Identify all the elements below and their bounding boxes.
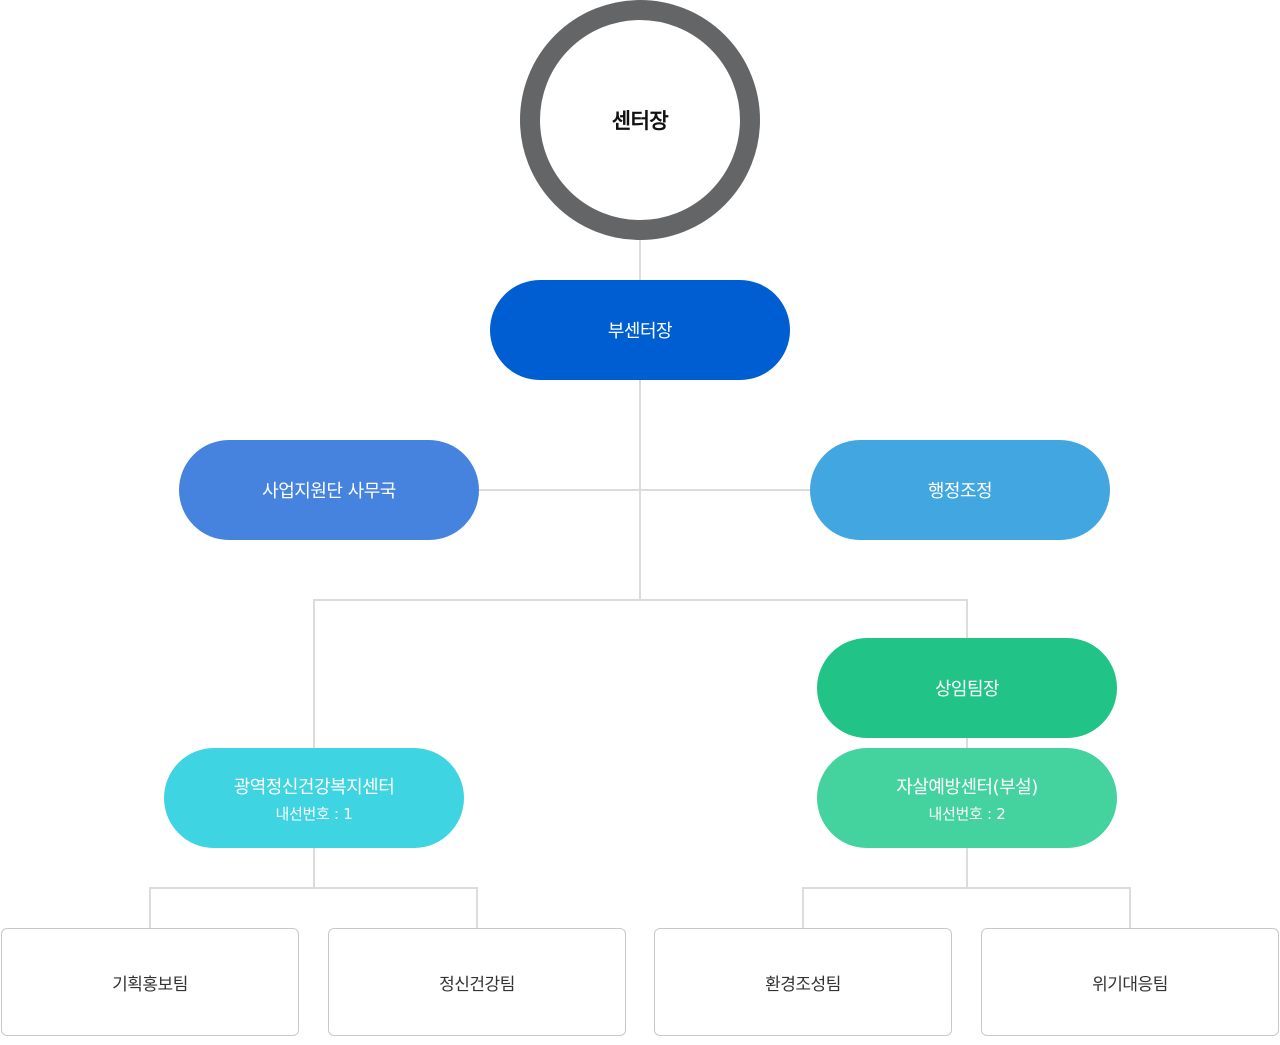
connector-team-2 bbox=[476, 887, 478, 929]
director-label: 센터장 bbox=[611, 109, 669, 133]
center-b-node: 자살예방센터(부설) 내선번호 : 2 bbox=[817, 748, 1117, 848]
team-label-mental-health: 정신건강팀 bbox=[439, 974, 515, 995]
connector-director-vice bbox=[639, 238, 641, 282]
center-a-node: 광역정신건강복지센터 내선번호 : 1 bbox=[164, 748, 464, 848]
team-box-environment: 환경조성팀 bbox=[654, 928, 952, 1036]
team-box-mental-health: 정신건강팀 bbox=[328, 928, 626, 1036]
connector-center-b-down bbox=[966, 846, 968, 889]
connector-to-standing-lead bbox=[966, 599, 968, 640]
center-a-extension: 내선번호 : 1 bbox=[275, 804, 353, 823]
connector-teams-left bbox=[149, 887, 478, 889]
team-box-crisis: 위기대응팀 bbox=[981, 928, 1279, 1036]
connector-lead-to-center-b bbox=[966, 736, 968, 750]
connector-team-4 bbox=[1129, 887, 1131, 929]
center-b-extension: 내선번호 : 2 bbox=[928, 804, 1006, 823]
standing-lead-label: 상임팀장 bbox=[934, 679, 1000, 700]
right-office-node: 행정조정 bbox=[810, 440, 1110, 540]
connector-teams-right bbox=[802, 887, 1131, 889]
center-b-label: 자살예방센터(부설) bbox=[896, 776, 1038, 798]
right-office-label: 행정조정 bbox=[927, 481, 993, 502]
connector-team-1 bbox=[149, 887, 151, 929]
connector-offices bbox=[476, 489, 812, 491]
left-office-label: 사업지원단 사무국 bbox=[262, 481, 396, 502]
left-office-node: 사업지원단 사무국 bbox=[179, 440, 479, 540]
director-node: 센터장 bbox=[520, 0, 760, 240]
standing-lead-node: 상임팀장 bbox=[817, 638, 1117, 738]
team-box-planning: 기획홍보팀 bbox=[1, 928, 299, 1036]
team-label-planning: 기획홍보팀 bbox=[112, 974, 188, 995]
center-a-label: 광역정신건강복지센터 bbox=[233, 776, 395, 798]
connector-branch-horizontal bbox=[313, 599, 968, 601]
vice-director-node: 부센터장 bbox=[490, 280, 790, 380]
team-label-crisis: 위기대응팀 bbox=[1092, 974, 1168, 995]
vice-director-label: 부센터장 bbox=[607, 321, 673, 342]
connector-to-center-a bbox=[313, 599, 315, 750]
team-label-environment: 환경조성팀 bbox=[765, 974, 841, 995]
connector-center-a-down bbox=[313, 846, 315, 889]
connector-team-3 bbox=[802, 887, 804, 929]
